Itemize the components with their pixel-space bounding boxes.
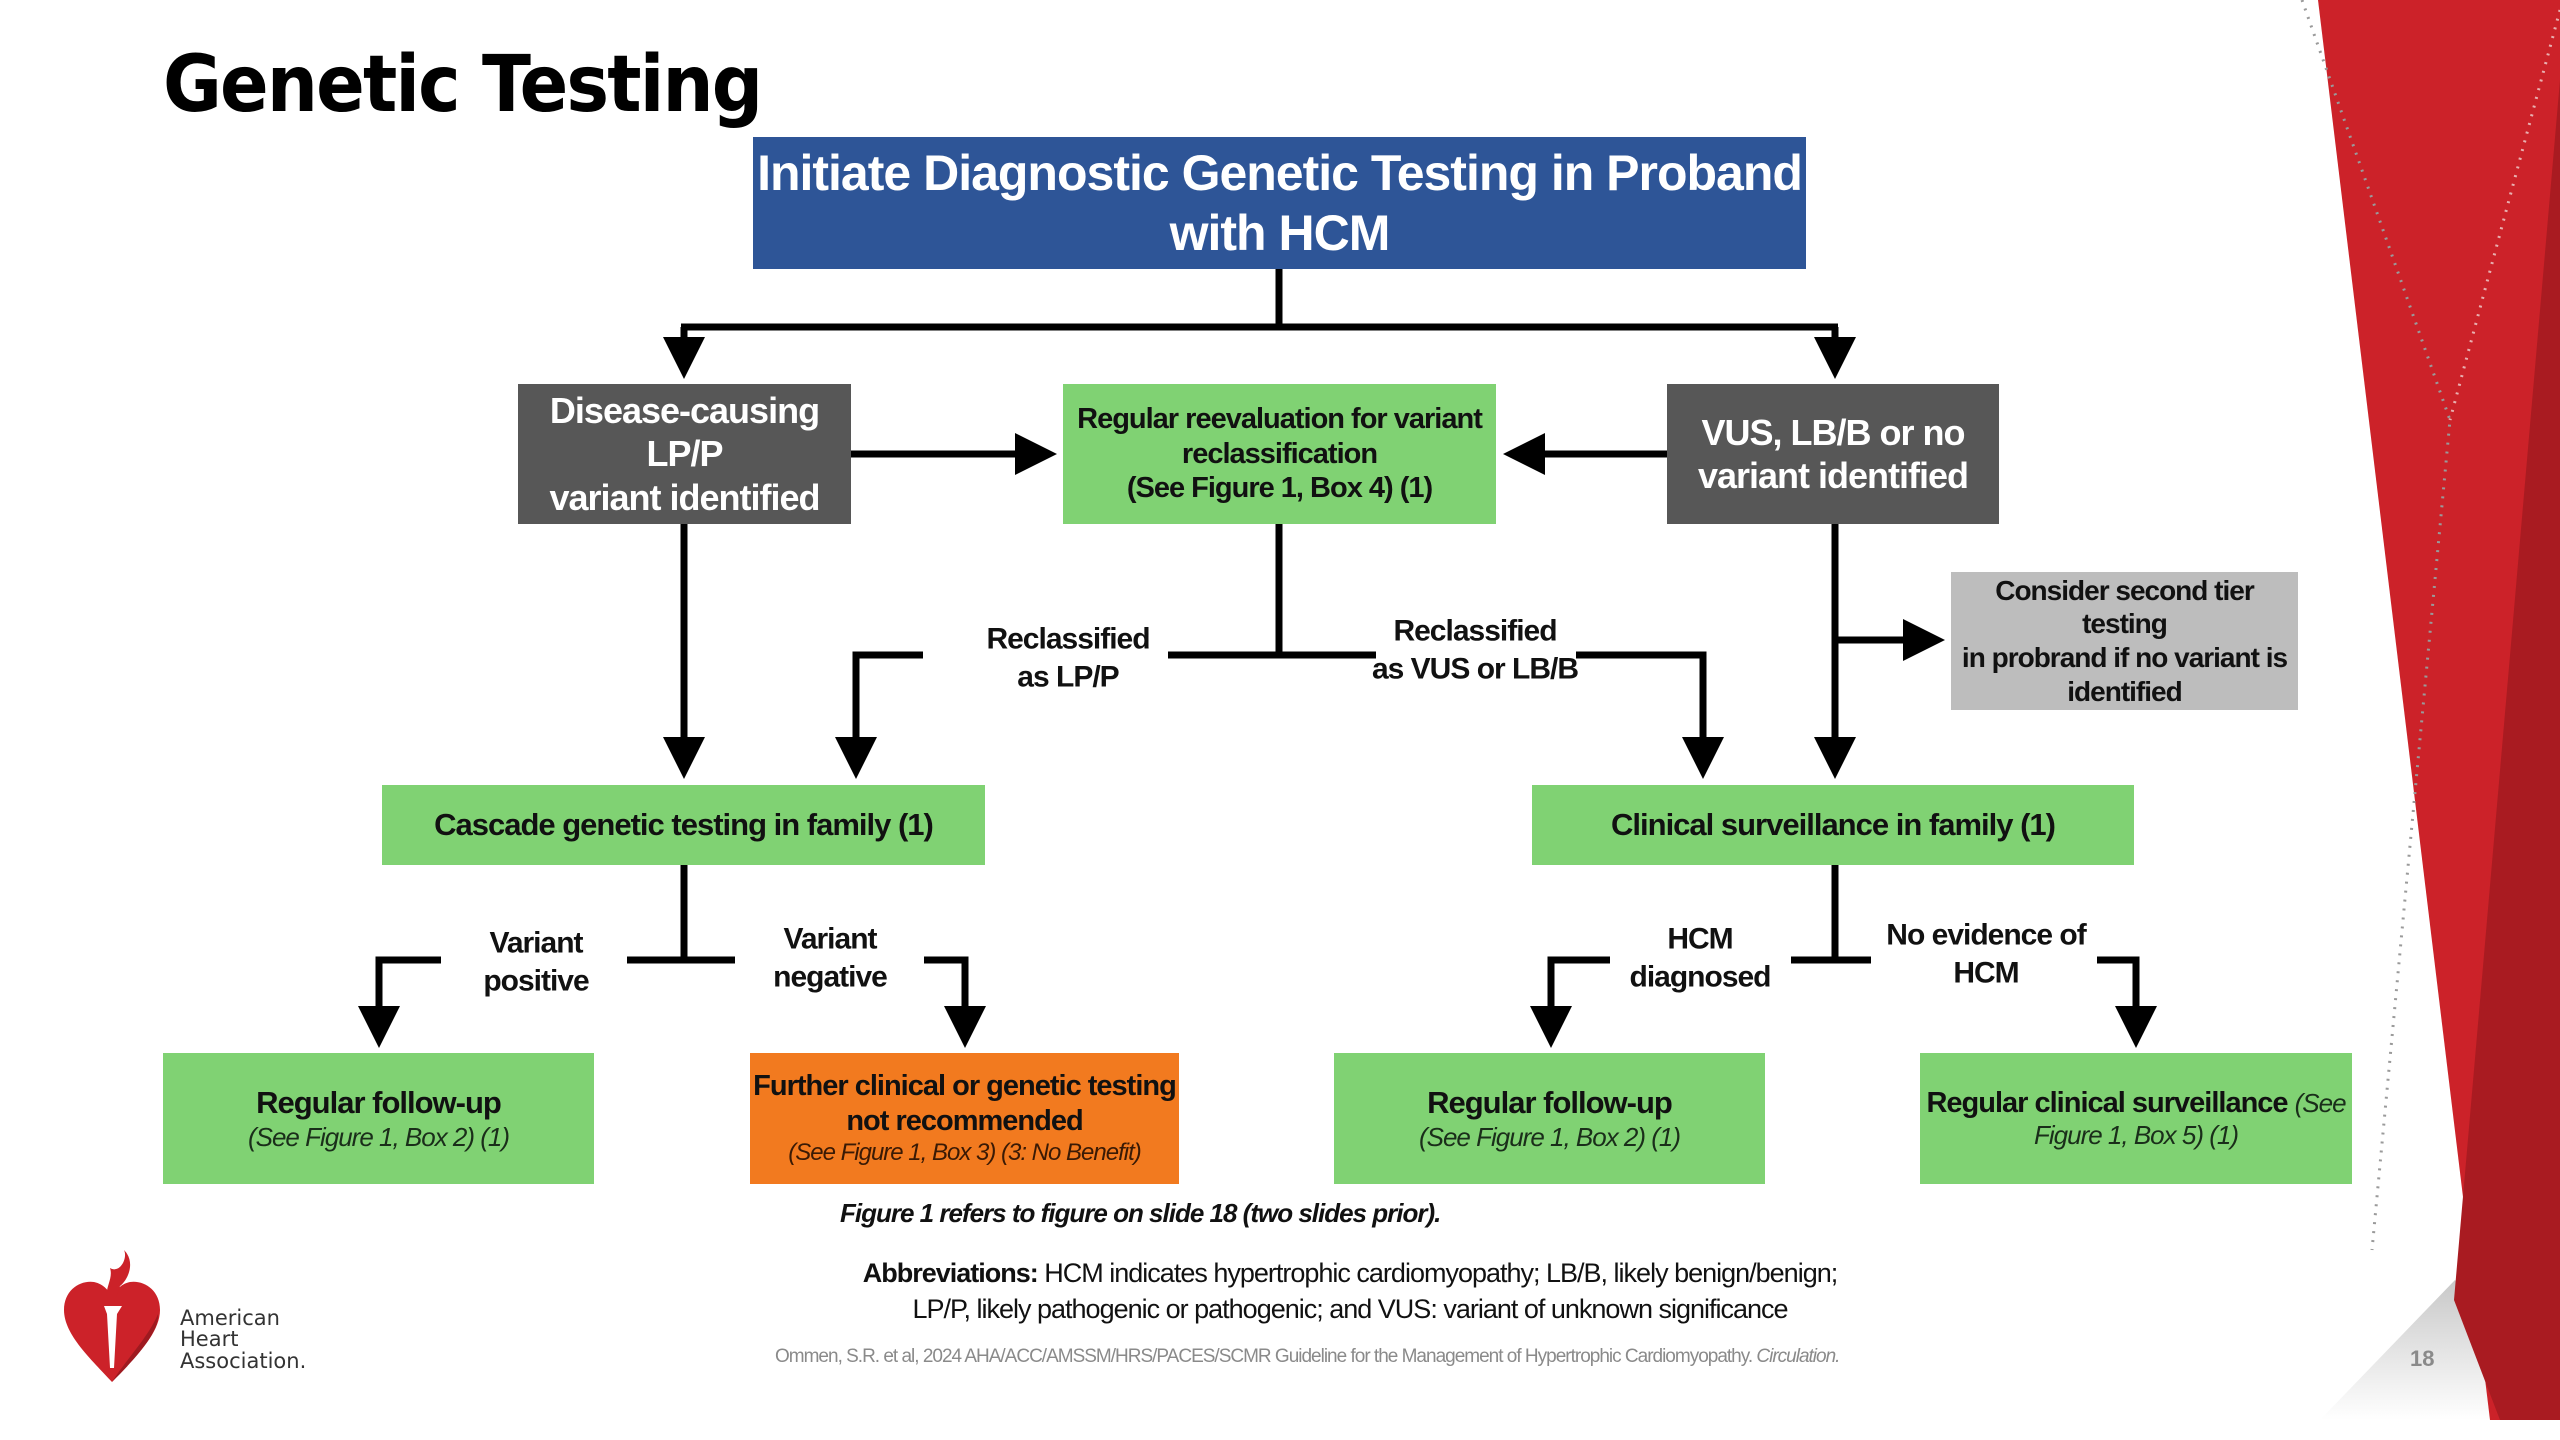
label-hcm-diagnosed-line2: diagnosed [1629, 960, 1771, 993]
aha-logo-line1: American [180, 1306, 280, 1330]
vus-line1: VUS, LB/B or no [1701, 411, 1966, 453]
label-reclassified-vus-line2: as VUS or LB/B [1371, 652, 1579, 685]
label-variant-negative: Variant negative [773, 921, 888, 996]
disease-causing-line1: Disease-causing LP/P [549, 390, 820, 475]
followup-right-sub: (See Figure 1, Box 2) (1) [1418, 1121, 1681, 1152]
citation-journal: Circulation. [1756, 1346, 1840, 1367]
cascade-text: Cascade genetic testing in family (1) [434, 807, 934, 843]
regular-surveillance-sub2: Figure 1, Box 5) (1) [2034, 1120, 2239, 1151]
arrow-reclassified-lpp [835, 651, 923, 779]
regular-surveillance-main: Regular clinical surveillance [1926, 1086, 2288, 1119]
second-tier-box: Consider second tier testing in probrand… [1951, 572, 2298, 710]
label-hcm-diagnosed: HCM diagnosed [1629, 921, 1771, 996]
abbreviations-line2: LP/P, likely pathogenic or pathogenic; a… [912, 1294, 1788, 1325]
citation: Ommen, S.R. et al, 2024 AHA/ACC/AMSSM/HR… [775, 1346, 1840, 1368]
not-recommended-box: Further clinical or genetic testing not … [750, 1053, 1179, 1184]
reevaluation-box: Regular reevaluation for variant reclass… [1063, 384, 1496, 524]
followup-left-main: Regular follow-up [256, 1085, 502, 1121]
aha-heart-torch-icon [64, 1250, 160, 1382]
not-recommended-line1: Further clinical or genetic testing [753, 1070, 1177, 1103]
aha-logo-line3: Association. [180, 1348, 307, 1373]
vus-line2: variant identified [1697, 455, 1969, 496]
vus-box: VUS, LB/B or no variant identified [1667, 384, 1999, 524]
reevaluation-line3: (See Figure 1, Box 4) (1) [1126, 472, 1433, 505]
aha-logo: American Heart Association. [62, 1250, 322, 1385]
reevaluation-line1: Regular reevaluation for variant [1077, 402, 1483, 435]
start-box-text: Initiate Diagnostic Genetic Testing in P… [757, 145, 1803, 261]
second-tier-line3: identified [2067, 675, 2182, 707]
arrow-variant-negative [924, 956, 986, 1048]
label-no-evidence-line2: HCM [1953, 956, 2019, 989]
abbreviations-label: Abbreviations: [862, 1258, 1039, 1288]
regular-surveillance-line1: Regular clinical surveillance (See [1926, 1086, 2347, 1121]
followup-right-main: Regular follow-up [1427, 1085, 1673, 1121]
followup-left-box: Regular follow-up (See Figure 1, Box 2) … [163, 1053, 594, 1184]
not-recommended-sub: (See Figure 1, Box 3) (3: No Benefit) [788, 1138, 1142, 1166]
label-reclassified-lpp-line2: as LP/P [1017, 660, 1119, 693]
disease-causing-box: Disease-causing LP/P variant identified [518, 384, 851, 524]
arrow-variant-positive [358, 956, 441, 1048]
abbreviations-text1: HCM indicates hypertrophic cardiomyopath… [1037, 1258, 1838, 1288]
label-variant-negative-line2: negative [773, 960, 888, 993]
label-reclassified-lpp-line1: Reclassified [986, 622, 1150, 656]
disease-causing-line2: variant identified [549, 476, 820, 518]
followup-right-box: Regular follow-up (See Figure 1, Box 2) … [1334, 1053, 1765, 1184]
followup-left-sub: (See Figure 1, Box 2) (1) [247, 1121, 510, 1152]
clinical-surveillance-text: Clinical surveillance in family (1) [1611, 807, 2056, 843]
label-variant-negative-line1: Variant [783, 922, 877, 956]
arrow-hcm-diagnosed [1530, 956, 1610, 1048]
label-variant-positive: Variant positive [483, 925, 589, 1000]
label-hcm-diagnosed-line1: HCM [1667, 922, 1733, 956]
label-reclassified-lpp: Reclassified as LP/P [986, 621, 1150, 696]
regular-surveillance-box: Regular clinical surveillance (See Figur… [1920, 1053, 2352, 1184]
regular-surveillance-sub1: (See [2294, 1087, 2347, 1118]
cascade-box: Cascade genetic testing in family (1) [382, 785, 985, 865]
second-tier-line1: Consider second tier testing [1995, 574, 2255, 640]
arrow-no-evidence [2097, 956, 2157, 1048]
second-tier-line2: in probrand if no variant is [1961, 642, 2288, 673]
label-variant-positive-line2: positive [483, 964, 589, 997]
reevaluation-line2: reclassification [1181, 437, 1378, 470]
figure-reference-note: Figure 1 refers to figure on slide 18 (t… [840, 1198, 1441, 1228]
red-band-dark [2454, 80, 2560, 1420]
aha-logo-text: American Heart Association. [180, 1306, 307, 1373]
abbreviations-line1: Abbreviations: HCM indicates hypertrophi… [700, 1255, 2000, 1291]
label-reclassified-vus: Reclassified as VUS or LB/B [1371, 613, 1579, 688]
slide-title: Genetic Testing [163, 40, 763, 130]
not-recommended-line2: not recommended [846, 1105, 1083, 1138]
clinical-surveillance-box: Clinical surveillance in family (1) [1532, 785, 2134, 865]
label-no-evidence-line1: No evidence of [1886, 918, 2086, 952]
label-reclassified-vus-line1: Reclassified [1393, 614, 1557, 648]
abbreviations-note: Abbreviations: HCM indicates hypertrophi… [700, 1255, 2000, 1328]
start-box: Initiate Diagnostic Genetic Testing in P… [753, 137, 1806, 269]
citation-text: Ommen, S.R. et al, 2024 AHA/ACC/AMSSM/HR… [775, 1346, 1753, 1367]
page-number: 18 [2410, 1346, 2435, 1371]
arrow-reclassified-vus [1576, 651, 1724, 779]
aha-logo-line2: Heart [180, 1327, 239, 1352]
label-no-evidence: No evidence of HCM [1886, 917, 2086, 992]
label-variant-positive-line1: Variant [489, 926, 583, 960]
